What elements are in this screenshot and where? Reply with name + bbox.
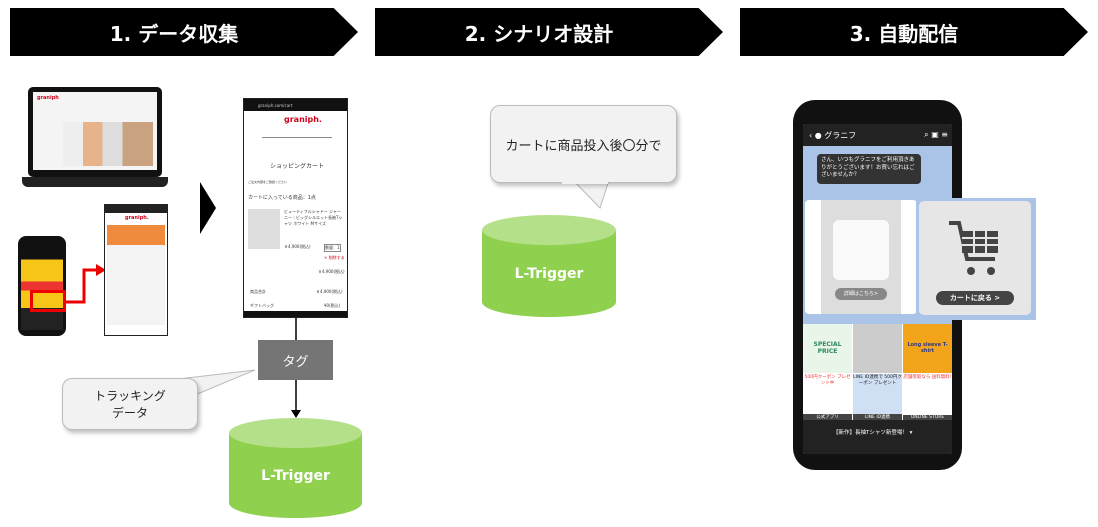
laptop-base [22,177,168,187]
l-trigger-database-1: L-Trigger [229,418,362,518]
brand-logo: graniph. [284,115,322,124]
scenario-speech-bubble: カートに商品投入後〇分で [490,105,677,183]
line-chat-phone: ‹ ● グラニフ⌕ ▣ ≡ さん、いつもグラニフをご利用頂きありがとうございます… [793,100,962,470]
cart-page-screenshot: graniph.com/cart graniph. ショッピングカート ご注文内… [243,98,348,318]
rich-menu-item[interactable]: SPECIAL PRICE [803,324,852,373]
red-arrow-icon [64,264,106,304]
cart-title: ショッピングカート [270,163,325,170]
chat-message: さん、いつもグラニフをご利用頂きありがとうございます！お買い忘れはございませんか… [817,154,921,184]
laptop-illustration: graniph [28,87,162,177]
product-card[interactable]: 詳細はこちら> [805,200,917,314]
process-arrow-icon [200,182,216,234]
product-page-screenshot: graniph. [104,204,168,336]
chat-account-name: グラニフ [824,131,857,140]
bubble-tail [569,176,611,209]
step-banner-1: 1. データ収集 [10,8,358,56]
detail-button[interactable]: 詳細はこちら> [835,288,887,300]
tag-box: タグ [258,340,333,380]
cart-card[interactable]: カートに戻る > [916,198,1036,320]
shopping-cart-icon [949,221,998,275]
step-banner-3: 3. 自動配信 [740,8,1088,56]
rich-menu-photo[interactable] [853,324,902,373]
tracking-data-callout: トラッキング データ [62,378,198,430]
smartphone-illustration [18,236,66,336]
rich-menu-item[interactable]: 店舗受取なら 送料無料!ONLINE STORE [903,373,952,420]
back-to-cart-button[interactable]: カートに戻る > [936,291,1014,305]
l-trigger-database-2: L-Trigger [482,215,616,317]
rich-menu-item[interactable]: 500円クーポン プレゼント中公式アプリ [803,373,852,420]
rich-menu-item[interactable]: Long sleeve T-shirt [903,324,952,373]
step-banner-2: 2. シナリオ設計 [375,8,723,56]
rich-menu: SPECIAL PRICE Long sleeve T-shirt 500円クー… [803,324,952,420]
chat-footer[interactable]: 【新作】長袖Tシャツ新登場！ ▾ [803,420,952,454]
